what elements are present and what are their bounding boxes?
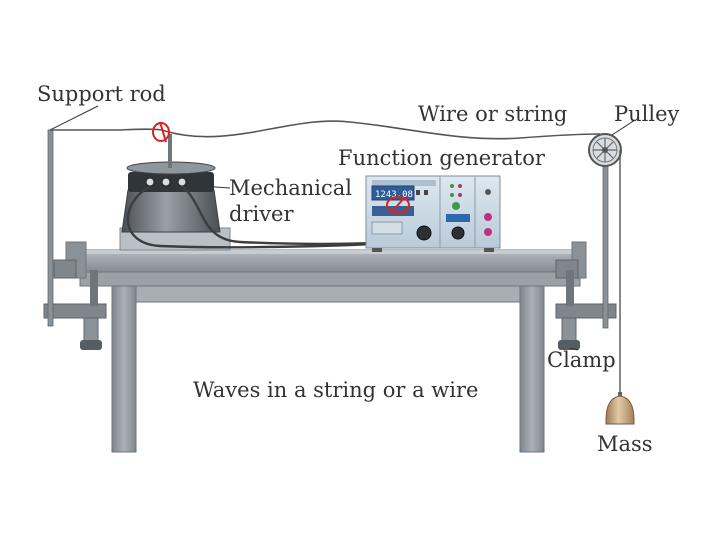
label-mass: Mass <box>597 432 653 456</box>
table <box>65 241 587 453</box>
frequency-knob <box>416 225 432 241</box>
generator-display-readout: 1243.08 <box>375 190 413 200</box>
label-support-rod: Support rod <box>37 82 166 106</box>
cable <box>126 184 373 249</box>
table-leg-right <box>519 285 545 453</box>
terminal <box>145 177 155 187</box>
function-generator <box>365 175 501 252</box>
support-rod-pointer <box>49 105 99 131</box>
terminal <box>177 177 187 187</box>
right-clamp <box>555 259 617 350</box>
table-leg-left <box>111 285 137 453</box>
table-frame <box>111 285 545 303</box>
generator-display <box>371 185 415 201</box>
generator-display-highlight <box>386 196 410 214</box>
driver-pointer <box>199 185 231 189</box>
pulley <box>588 133 622 167</box>
label-mechanical-driver-line2: driver <box>229 202 294 226</box>
mass <box>605 392 635 425</box>
pulley-rod <box>602 149 609 329</box>
label-function-generator: Function generator <box>338 146 545 170</box>
amplitude-knob <box>451 226 465 240</box>
clamp-pointer <box>569 347 579 351</box>
label-wire-or-string: Wire or string <box>418 102 568 126</box>
table-apron <box>79 271 581 287</box>
label-pulley: Pulley <box>614 102 680 126</box>
left-clamp <box>43 259 107 350</box>
figure-caption: Waves in a string or a wire <box>193 378 479 402</box>
label-mechanical-driver-line1: Mechanical <box>229 176 352 200</box>
label-clamp: Clamp <box>547 348 616 372</box>
support-rod <box>47 129 54 327</box>
pulley-pointer <box>611 119 636 136</box>
terminal <box>161 177 171 187</box>
